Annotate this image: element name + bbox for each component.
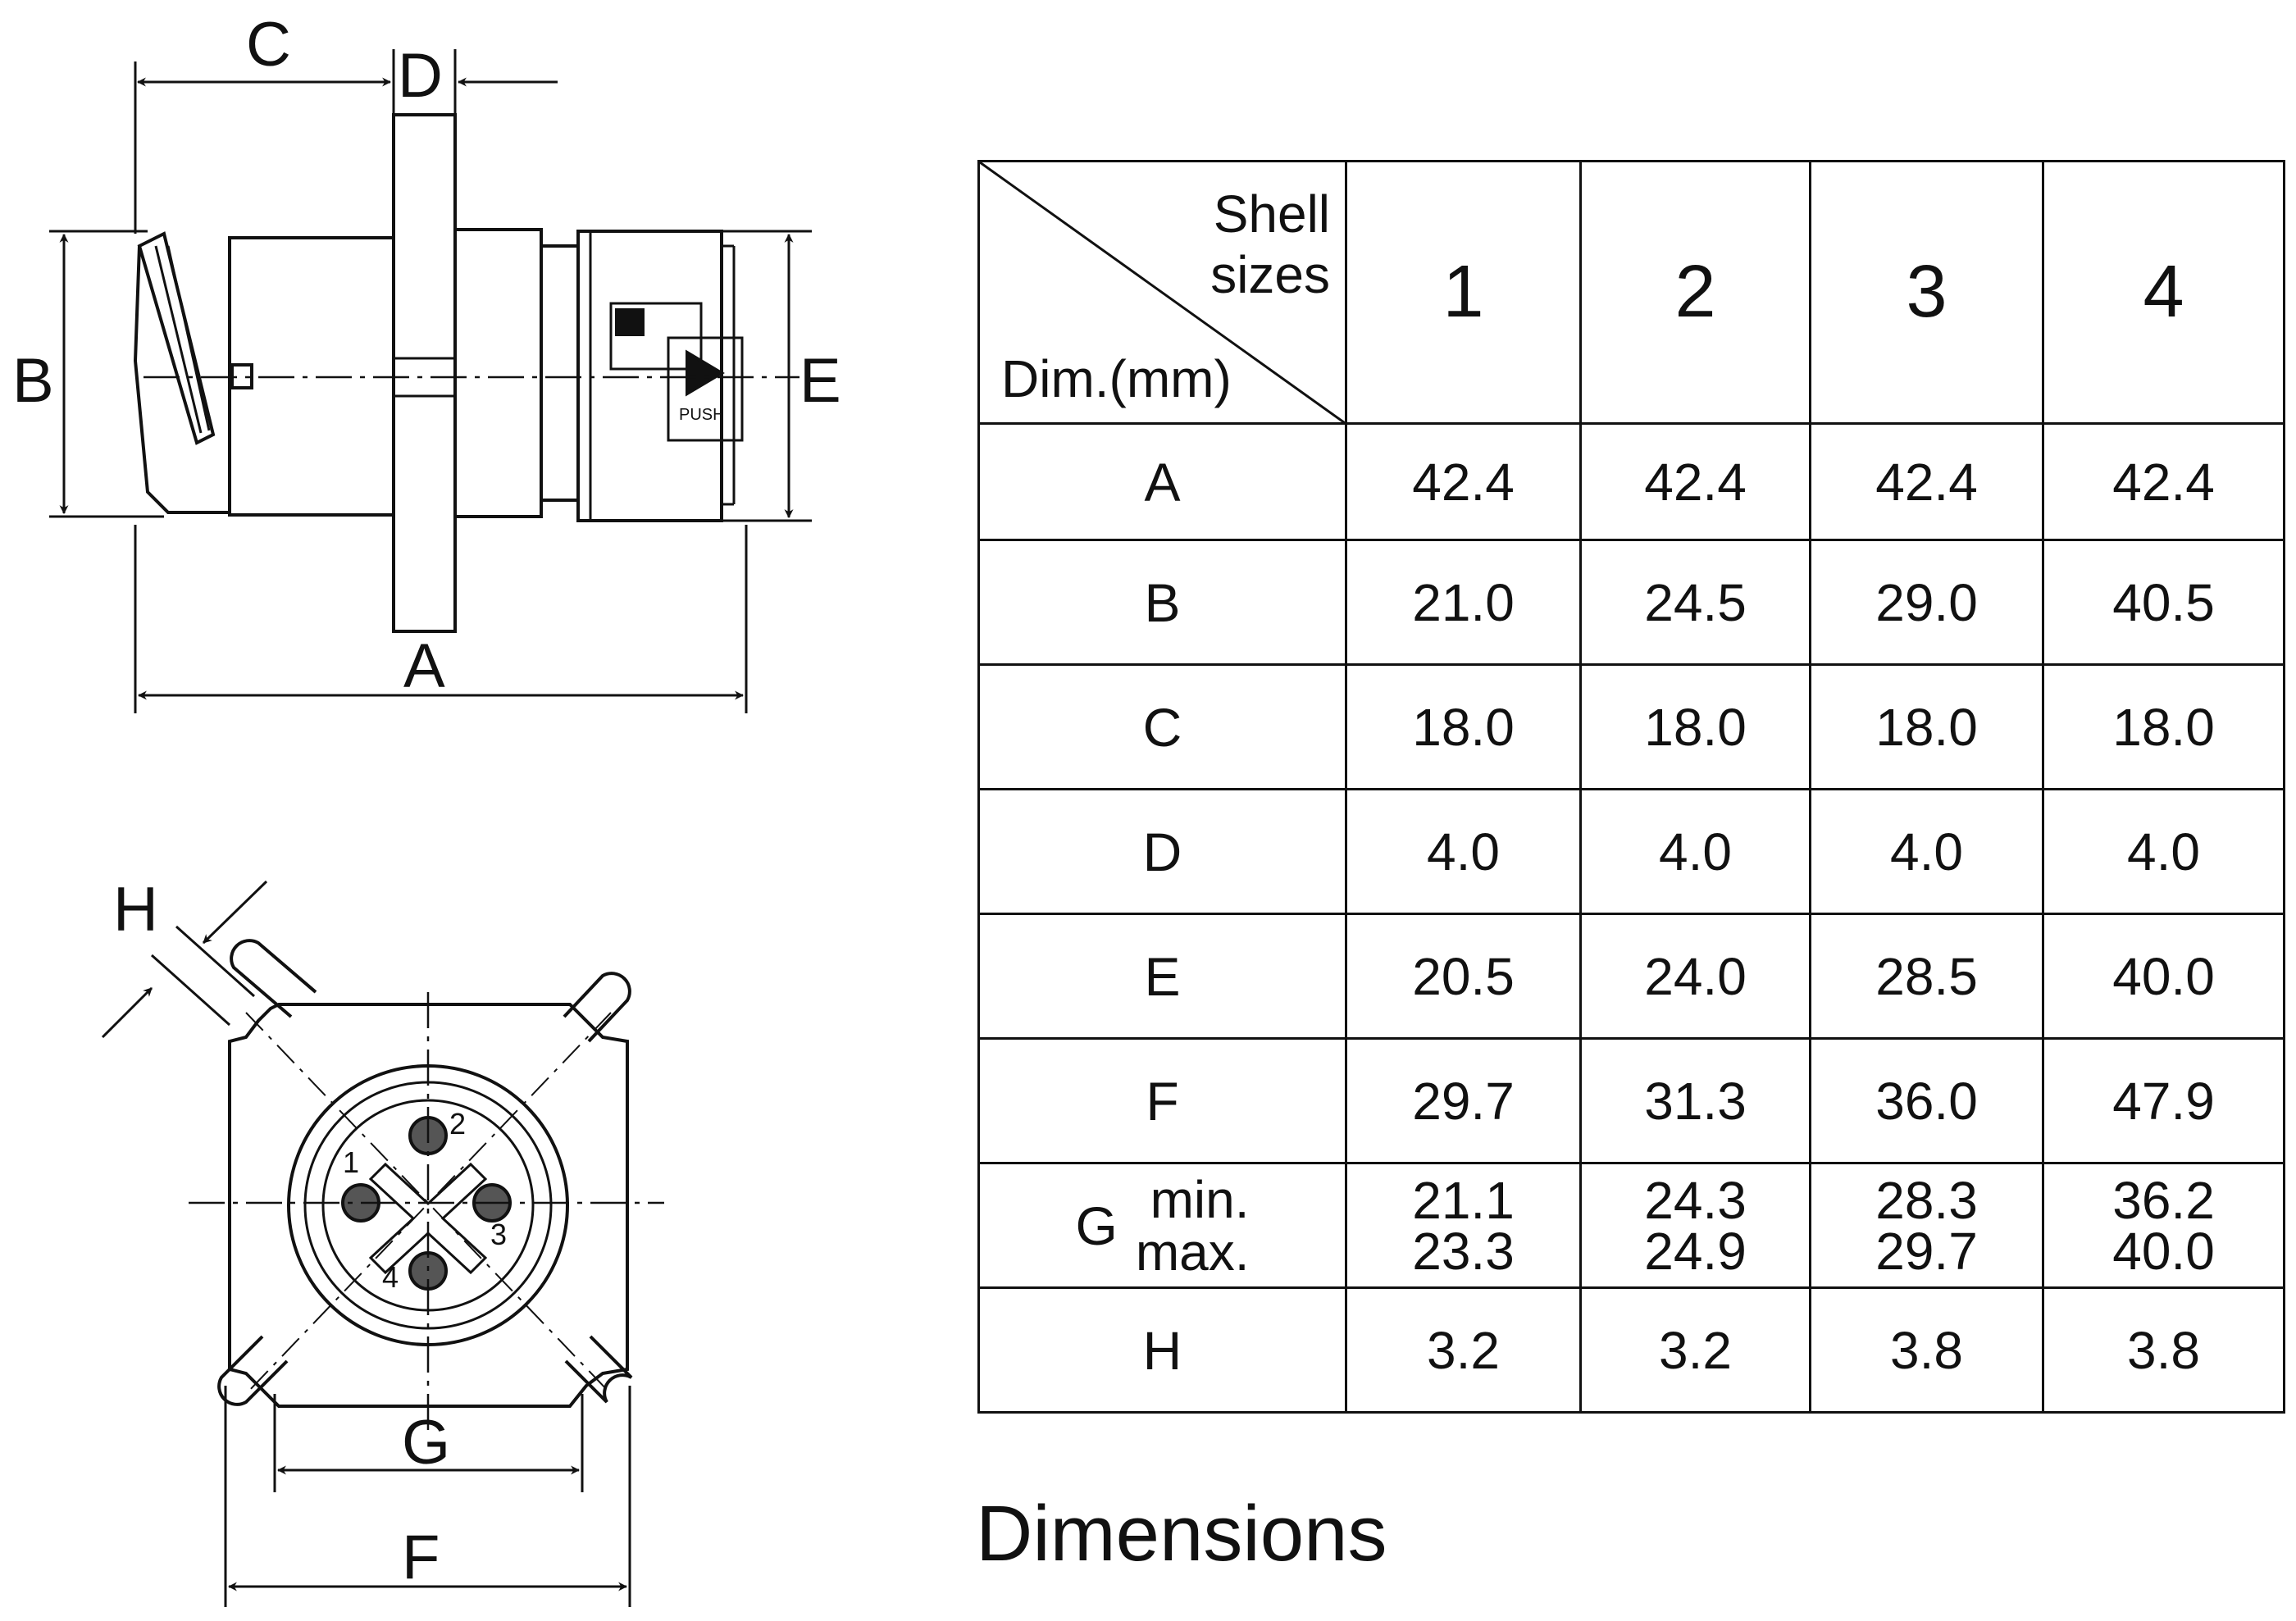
- table-cell: 40.5: [2042, 539, 2285, 666]
- label-d: D: [398, 41, 443, 111]
- pin-number-2: 2: [449, 1107, 466, 1141]
- pin-number-1: 1: [343, 1145, 359, 1179]
- shell-size-header: 2: [1579, 160, 1811, 425]
- table-row: B 21.0 24.5 29.0 40.5: [977, 539, 2285, 666]
- receptacle-neck: [540, 244, 580, 502]
- table-row: H 3.2 3.2 3.8 3.8: [977, 1286, 2285, 1414]
- push-label: PUSH: [679, 406, 725, 424]
- table-cell: 4.0: [2042, 788, 2285, 915]
- table-cell: 42.4: [1345, 422, 1582, 541]
- pin-number-4: 4: [382, 1260, 399, 1294]
- label-c: C: [246, 10, 291, 80]
- table-cell: 18.0: [1345, 663, 1582, 790]
- label-f: F: [402, 1523, 440, 1592]
- table-cell: 18.0: [1809, 663, 2044, 790]
- table-row: F 29.7 31.3 36.0 47.9: [977, 1037, 2285, 1164]
- coupling-ring-stripe: [154, 245, 203, 434]
- table-cell: 36.0: [1809, 1037, 2044, 1164]
- table-cell: 24.5: [1579, 539, 1811, 666]
- diagonal-centerline: [245, 1012, 612, 1395]
- table-corner-cell: Shell sizes Dim.(mm): [977, 160, 1347, 425]
- table-cell: 4.0: [1579, 788, 1811, 915]
- push-tab: [615, 308, 645, 336]
- table-row: C 18.0 18.0 18.0 18.0: [977, 663, 2285, 790]
- push-arrow-icon: [686, 349, 725, 397]
- row-label: H: [977, 1286, 1347, 1414]
- coupling-ring-body: [133, 245, 230, 514]
- min-max-labels: min. max.: [1135, 1169, 1250, 1282]
- extension-line: [175, 925, 256, 998]
- table-header-row: Shell sizes Dim.(mm) 1 2 3 4: [977, 160, 2285, 425]
- table-cell: 29.0: [1809, 539, 2044, 666]
- dimensions-table: Shell sizes Dim.(mm) 1 2 3 4 A 42.4 42.4…: [977, 160, 2285, 1414]
- plug-shell: [228, 236, 395, 517]
- shell-size-header: 4: [2042, 160, 2285, 425]
- extension-line: [150, 954, 231, 1027]
- shell-size-header: 3: [1809, 160, 2044, 425]
- push-button: [667, 336, 744, 442]
- row-label: A: [977, 422, 1347, 541]
- table-cell: 3.2: [1345, 1286, 1582, 1414]
- rear-housing: [576, 230, 723, 522]
- table-cell: 3.8: [1809, 1286, 2044, 1414]
- row-label: C: [977, 663, 1347, 790]
- row-label: B: [977, 539, 1347, 666]
- table-cell: 3.8: [2042, 1286, 2285, 1414]
- table-cell: 40.0: [2042, 913, 2285, 1040]
- dimension-arrow-h: [202, 880, 268, 945]
- table-cell: 28.5: [1809, 913, 2044, 1040]
- flange-outline: [228, 1003, 629, 1408]
- table-cell: 3.2: [1579, 1286, 1811, 1414]
- row-label: D: [977, 788, 1347, 915]
- table-row: A 42.4 42.4 42.4 42.4: [977, 422, 2285, 541]
- row-label-g: G min. max.: [977, 1162, 1347, 1289]
- row-label: E: [977, 913, 1347, 1040]
- table-cell: 4.0: [1345, 788, 1582, 915]
- dim-unit-header: Dim.(mm): [1001, 349, 1232, 408]
- table-cell: 42.4: [1579, 422, 1811, 541]
- coupling-ring-stripe: [166, 245, 211, 431]
- side-view: PUSH C D B E A: [12, 10, 841, 713]
- figure-caption: Dimensions: [976, 1490, 1387, 1578]
- table-cell: 4.0: [1809, 788, 2044, 915]
- label-g: G: [402, 1408, 450, 1478]
- front-view: 1 2 3 4 H G F: [101, 875, 664, 1607]
- table-cell: 20.5: [1345, 913, 1582, 1040]
- mounting-flange: [392, 113, 457, 633]
- shell-size-header: 1: [1345, 160, 1582, 425]
- table-cell: 21.0: [1345, 539, 1582, 666]
- table-row: E 20.5 24.0 28.5 40.0: [977, 913, 2285, 1040]
- coupling-ring: [137, 231, 216, 445]
- table-cell: 42.4: [1809, 422, 2044, 541]
- row-label: F: [977, 1037, 1347, 1164]
- receptacle-body: [453, 228, 543, 518]
- label-a: A: [403, 631, 445, 701]
- push-window: [609, 302, 703, 371]
- corner-diagonal: [980, 162, 1347, 425]
- table-cell: 18.0: [1579, 663, 1811, 790]
- pin-number-3: 3: [490, 1218, 507, 1251]
- shell-sizes-header: Shell sizes: [1210, 184, 1330, 304]
- dimension-arrow-h: [101, 986, 153, 1039]
- table-cell: 18.0: [2042, 663, 2285, 790]
- label-e: E: [800, 346, 841, 416]
- table-row: D 4.0 4.0 4.0 4.0: [977, 788, 2285, 915]
- label-b: B: [12, 346, 54, 416]
- diagonal-centerline: [245, 1012, 612, 1395]
- table-cell: 29.7: [1345, 1037, 1582, 1164]
- row-label: G: [1075, 1195, 1118, 1256]
- table-cell: 47.9: [2042, 1037, 2285, 1164]
- connector-drawings: PUSH C D B E A: [12, 10, 841, 1607]
- table-cell: 42.4: [2042, 422, 2285, 541]
- label-h: H: [113, 875, 158, 945]
- table-cell: 31.3: [1579, 1037, 1811, 1164]
- table-cell: 24.0: [1579, 913, 1811, 1040]
- mounting-slot: [217, 939, 633, 1406]
